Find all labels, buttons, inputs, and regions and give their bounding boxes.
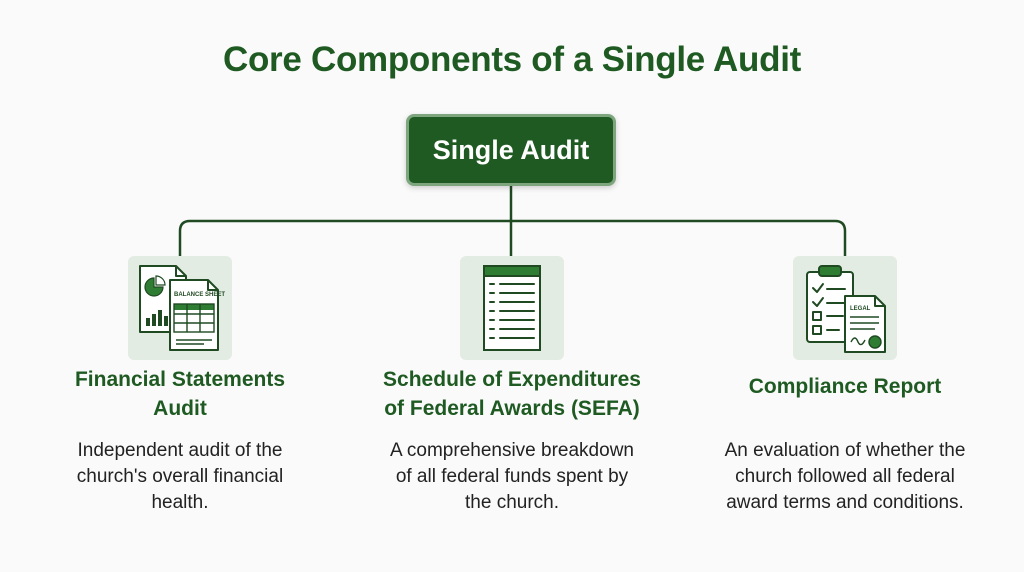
component-title-financial-statements: Financial Statements Audit (74, 368, 286, 420)
schedule-table-icon (460, 256, 564, 360)
diagram-title: Core Components of a Single Audit (223, 40, 801, 79)
svg-text:LEGAL: LEGAL (850, 306, 871, 312)
compliance-clipboard-icon: LEGAL (793, 256, 897, 360)
branch-connector-line (178, 219, 847, 256)
svg-text:BALANCE SHEET: BALANCE SHEET (174, 292, 225, 298)
component-title-sefa: Schedule of Expenditures of Federal Awar… (383, 368, 641, 420)
root-node-single-audit: Single Audit (406, 114, 616, 186)
financial-statements-icon: BALANCE SHEET (128, 256, 232, 360)
component-desc-financial-statements: Independent audit of the church's overal… (76, 440, 284, 513)
component-desc-compliance-report: An evaluation of whether the church foll… (724, 440, 966, 513)
component-title-compliance-report: Compliance Report (748, 375, 942, 398)
component-desc-sefa: A comprehensive breakdown of all federal… (390, 440, 634, 513)
